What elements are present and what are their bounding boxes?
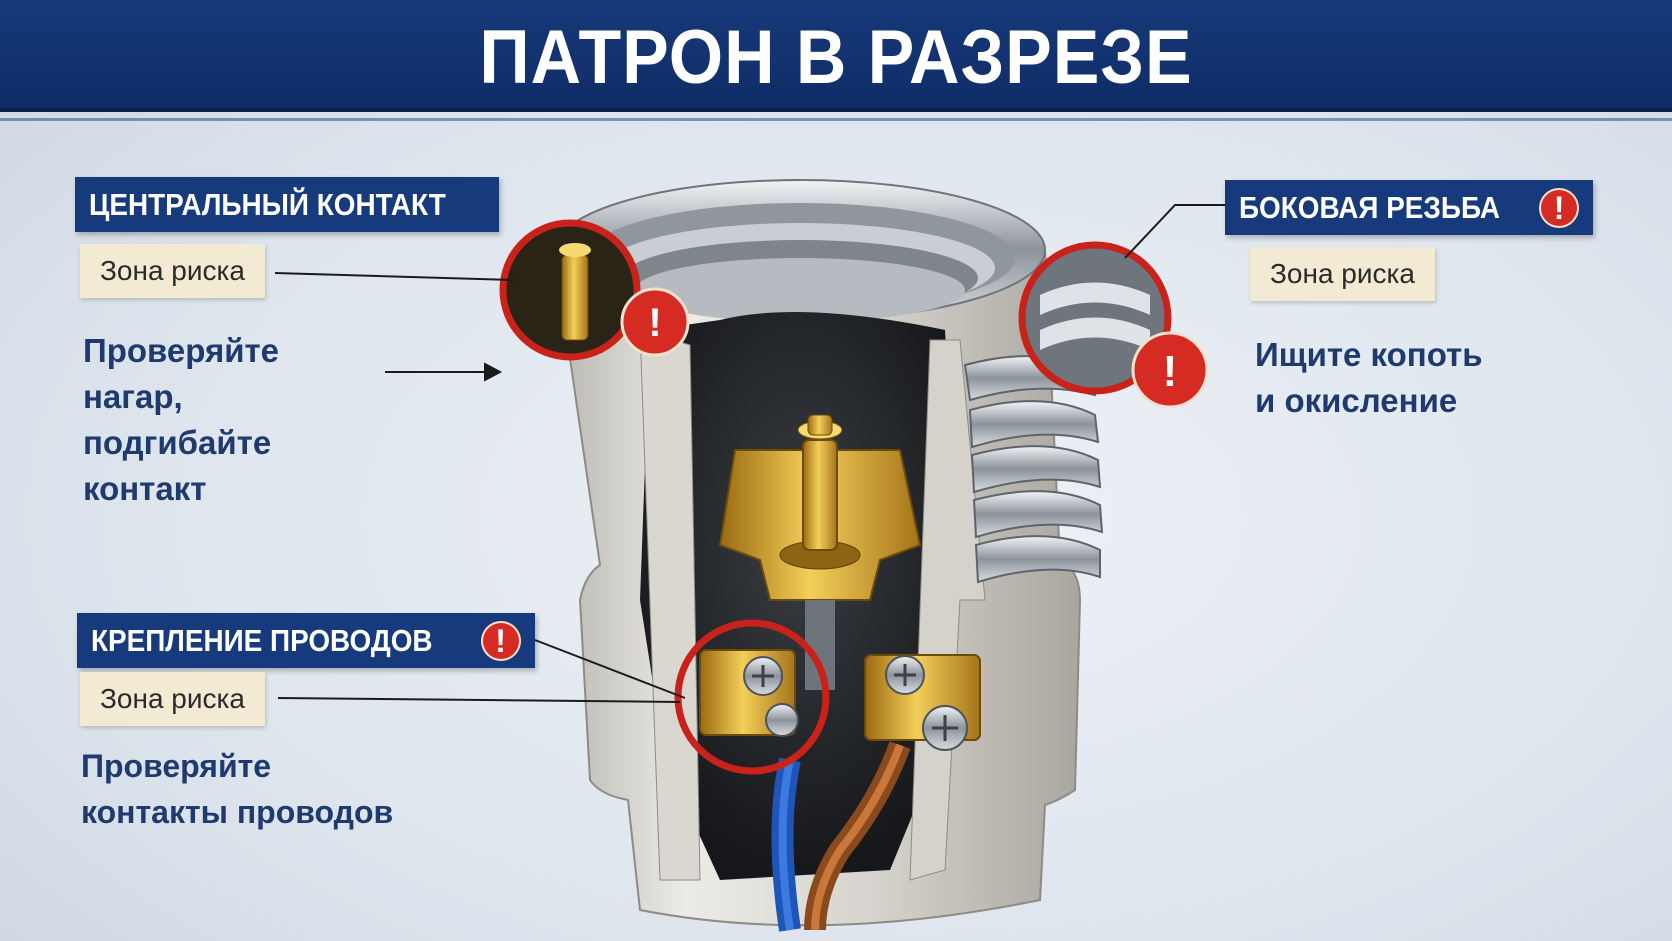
magnifier-wire-mount xyxy=(674,619,830,775)
wire-terminals xyxy=(699,649,981,932)
header-divider xyxy=(0,118,1672,121)
leader-lines xyxy=(274,204,1225,703)
callout-side-thread-text: Ищите копоть и окисление xyxy=(1255,336,1483,419)
warning-icon: ! xyxy=(648,301,661,345)
warning-icon: ! xyxy=(480,620,521,661)
header-bar xyxy=(0,0,1672,112)
callout-central-contact-text: Проверяйте нагар, подгибайте контакт xyxy=(83,332,280,507)
callout-central-contact-zone: Зона риска xyxy=(80,244,265,298)
warning-icon: ! xyxy=(1163,347,1178,396)
callout-wire-mount-heading: КРЕПЛЕНИЕ ПРОВОДОВ ! xyxy=(77,613,535,668)
callout-side-thread-heading: БОКОВАЯ РЕЗЬБА ! xyxy=(1225,180,1594,235)
page-title: ПАТРОН В РАЗРЕЗЕ xyxy=(479,15,1193,100)
callout-wire-mount-text: Проверяйте контакты проводов xyxy=(81,748,394,830)
callout-wire-mount-zone: Зона риска xyxy=(80,672,265,726)
magnifier-central-contact: ! xyxy=(499,219,690,361)
warning-icon: ! xyxy=(1539,187,1580,228)
callout-central-contact-heading: ЦЕНТРАЛЬНЫЙ КОНТАКТ xyxy=(75,177,500,232)
callout-heading-text: БОКОВАЯ РЕЗЬБА xyxy=(1239,190,1501,225)
magnifier-side-thread: ! xyxy=(1018,241,1209,409)
callout-heading-text: ЦЕНТРАЛЬНЫЙ КОНТАКТ xyxy=(89,187,446,222)
callout-heading-text: КРЕПЛЕНИЕ ПРОВОДОВ xyxy=(91,623,433,658)
callout-side-thread-zone: Зона риска xyxy=(1250,247,1435,301)
